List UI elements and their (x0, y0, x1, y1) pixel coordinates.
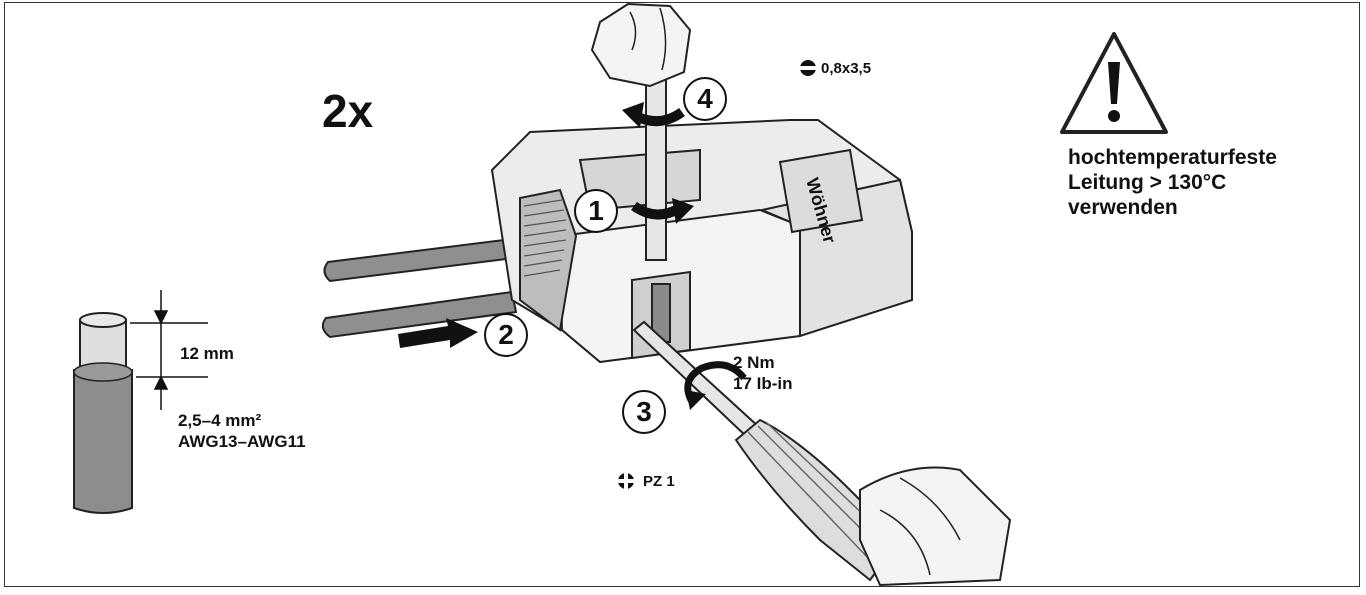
strip-length-label: 12 mm (180, 344, 234, 363)
torque-spec: 2 Nm 17 Ib-in (733, 352, 793, 394)
cable-spec: 2,5–4 mm² AWG13–AWG11 (178, 410, 306, 452)
awg-label: AWG13–AWG11 (178, 432, 306, 451)
step-2-marker: 2 (484, 313, 528, 357)
cross-section-label: 2,5–4 mm² (178, 411, 262, 430)
warning-triangle-icon (1060, 32, 1168, 134)
pozidriv-spec: PZ 1 (643, 473, 675, 490)
multiplier-label: 2x (322, 85, 374, 137)
torque-lbin: 17 Ib-in (733, 374, 793, 393)
warning-line-2: Leitung > 130°C (1068, 171, 1227, 194)
flat-blade-icon (798, 60, 818, 76)
strip-length-dimension (130, 290, 208, 410)
rotate-arrow-step4 (622, 102, 685, 128)
rotate-arrow-step1 (631, 198, 694, 224)
pozidriv-icon (616, 471, 636, 491)
step-3-marker: 3 (622, 390, 666, 434)
torque-arrow (684, 361, 747, 410)
torque-nm: 2 Nm (733, 353, 775, 372)
wires (321, 236, 524, 339)
terminal-device (490, 119, 913, 364)
warning-text: hochtemperaturfeste Leitung > 130°C verw… (1068, 145, 1277, 220)
step-4-marker: 4 (683, 77, 727, 121)
warning-line-1: hochtemperaturfeste (1068, 146, 1277, 169)
push-arrow (398, 318, 478, 348)
step-1-marker: 1 (574, 189, 618, 233)
stripped-cable (73, 312, 133, 514)
bottom-screwdriver (632, 320, 1012, 587)
warning-line-3: verwenden (1068, 196, 1178, 219)
flat-blade-spec: 0,8x3,5 (821, 60, 872, 77)
